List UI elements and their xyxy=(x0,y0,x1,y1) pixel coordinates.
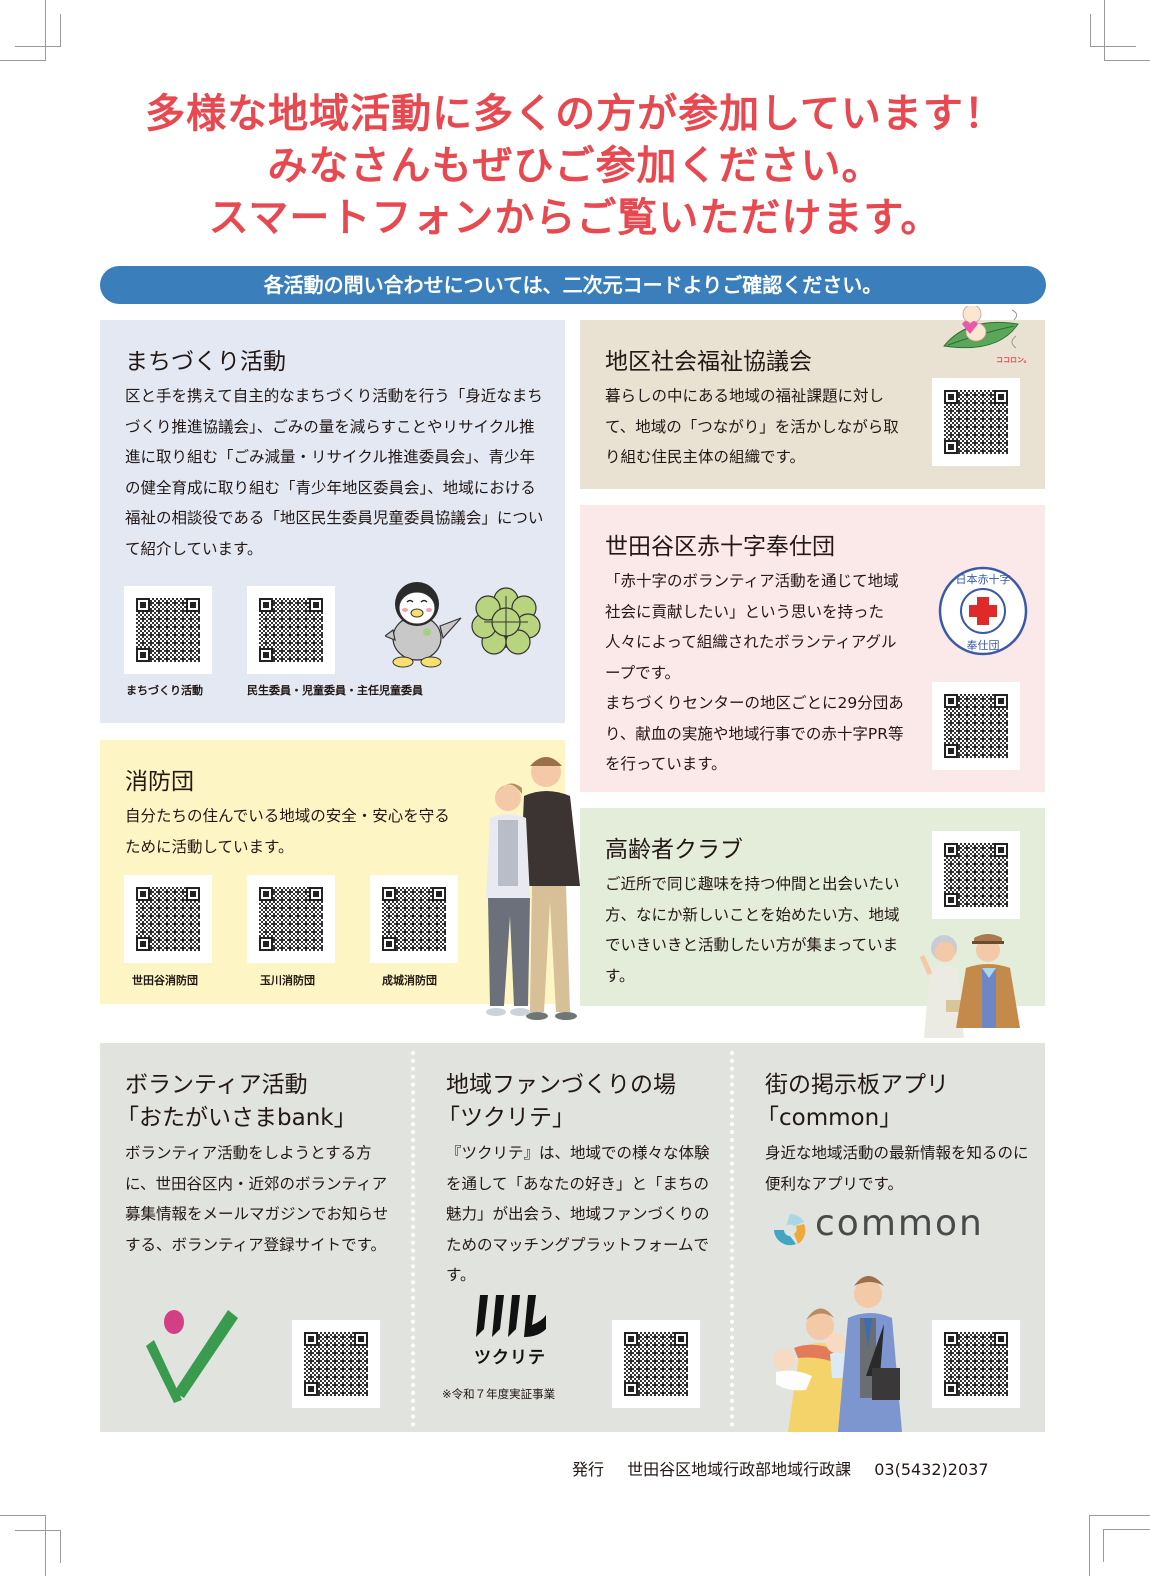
headline: 多様な地域活動に多くの方が参加しています！ みなさんもぜひご参加ください。 スマ… xyxy=(100,88,1050,244)
elderly-couple-illustration-icon xyxy=(919,934,1020,1038)
headline-line-3: スマートフォンからご覧いただけます。 xyxy=(208,195,942,241)
qr-code-setagaya-shobodan[interactable] xyxy=(124,875,212,963)
panel-bottom: ボランティア活動 「おたがいさまbank」 ボランティア活動をしようとする方に、… xyxy=(100,1043,1045,1432)
section-body: ボランティア活動をしようとする方に、世田谷区内・近郊のボランティア募集情報をメー… xyxy=(125,1144,389,1254)
section-title-1: 街の掲示板アプリ xyxy=(765,1072,949,1098)
qr-code-common[interactable] xyxy=(932,1320,1020,1408)
panel-title: 世田谷区赤十字奉仕団 xyxy=(605,534,835,560)
qr-code-icon xyxy=(382,887,446,951)
panel-title: 高齢者クラブ xyxy=(605,837,743,863)
qr-code-tsukurite[interactable] xyxy=(612,1320,700,1408)
qr-code-otagaisama[interactable] xyxy=(292,1320,380,1408)
section-title-2: 「common」 xyxy=(756,1105,903,1131)
panel-body-2: まちづくりセンターの地区ごとに29分団あり、献血の実施や地域行事での赤十字PR等… xyxy=(605,694,904,773)
kokoron-mascot-icon: ココロン。 xyxy=(943,306,1028,364)
panel-shakyo: 地区社会福祉協議会 暮らしの中にある地域の福祉課題に対して、地域の「つながり」を… xyxy=(580,306,1045,489)
tsukurite-logo-icon xyxy=(476,1295,546,1337)
panel-body-1: 「赤十字のボランティア活動を通じて地域社会に貢献したい」という思いを持った人々に… xyxy=(605,572,899,682)
footer: 発行 世田谷区地域行政部地域行政課 03(5432)2037 xyxy=(572,1456,989,1480)
publisher-label: 発行 xyxy=(572,1460,605,1479)
clover-emblem-icon xyxy=(471,587,541,655)
qr-code-icon xyxy=(944,694,1008,758)
panel-title: 地区社会福祉協議会 xyxy=(605,349,812,375)
qr-caption: 世田谷消防団 xyxy=(132,974,198,987)
divider xyxy=(730,1051,734,1427)
qr-code-icon xyxy=(136,887,200,951)
headline-line-1: 多様な地域活動に多くの方が参加しています！ xyxy=(145,91,1005,137)
section-body: 身近な地域活動の最新情報を知るのに便利なアプリです。 xyxy=(765,1144,1029,1193)
publisher-name: 世田谷区地域行政部地域行政課 xyxy=(627,1460,852,1479)
tsukurite-logo-text: ツクリテ xyxy=(474,1348,546,1368)
family-illustration-icon xyxy=(773,1276,902,1432)
info-banner: 各活動の問い合わせについては、二次元コードよりご確認ください。 xyxy=(100,266,1046,304)
publisher-phone: 03(5432)2037 xyxy=(874,1460,989,1479)
tsukurite-note: ※令和７年度実証事業 xyxy=(442,1387,556,1401)
svg-text:ココロン。: ココロン。 xyxy=(996,356,1028,364)
crop-mark-br-outer xyxy=(1089,1515,1150,1576)
qr-code-icon xyxy=(624,1332,688,1396)
divider xyxy=(411,1051,415,1427)
red-cross-emblem-icon: 日本赤十字 奉仕団 xyxy=(938,566,1028,656)
couple-illustration-icon xyxy=(486,757,580,1020)
qr-caption: まちづくり活動 xyxy=(126,684,203,697)
crop-mark-bl-inner xyxy=(15,1530,61,1563)
qr-code-icon xyxy=(944,843,1008,907)
qr-caption: 民生委員・児童委員・主任児童委員 xyxy=(247,684,423,697)
common-logo-icon xyxy=(774,1213,806,1246)
section-title-1: ボランティア活動 xyxy=(125,1072,308,1098)
crop-mark-br-inner xyxy=(1103,1529,1150,1562)
panel-body: 暮らしの中にある地域の福祉課題に対して、地域の「つながり」を活かしながら取り組む… xyxy=(605,387,899,466)
qr-code-icon xyxy=(944,1332,1008,1396)
headline-line-2: みなさんもぜひご参加ください。 xyxy=(267,143,883,189)
panel-machizukuri: まちづくり活動 区と手を携えて自主的なまちづくり活動を行う「身近なまちづくり推進… xyxy=(100,320,565,723)
panel-title: まちづくり活動 xyxy=(125,349,286,375)
qr-code-icon xyxy=(259,887,323,951)
qr-caption: 玉川消防団 xyxy=(260,974,315,987)
qr-code-icon xyxy=(304,1332,368,1396)
crop-mark-tl-outer xyxy=(0,0,46,61)
svg-text:日本赤十字: 日本赤十字 xyxy=(956,572,1011,586)
qr-code-shakyo[interactable] xyxy=(932,378,1020,466)
crop-mark-tl-inner xyxy=(15,14,61,47)
common-logo-text: common xyxy=(815,1203,984,1244)
panel-title: 消防団 xyxy=(125,769,194,795)
section-title-2: 「おたがいさまbank」 xyxy=(116,1105,357,1131)
qr-code-icon xyxy=(944,390,1008,454)
svg-text:奉仕団: 奉仕団 xyxy=(967,638,1000,652)
panel-body: 自分たちの住んでいる地域の安全・安心を守るために活動しています。 xyxy=(125,807,450,856)
crop-mark-bl-outer xyxy=(0,1515,46,1576)
section-title-1: 地域ファンづくりの場 xyxy=(446,1072,676,1098)
qr-code-icon xyxy=(136,598,200,662)
section-body: 『ツクリテ』は、地域での様々な体験を通して「あなたの好き」と「まちの魅力」が出会… xyxy=(446,1144,710,1284)
crop-mark-tr-outer xyxy=(1104,0,1150,61)
panel-redcross: 世田谷区赤十字奉仕団 「赤十字のボランティア活動を通じて地域社会に貢献したい」と… xyxy=(580,505,1045,792)
penguin-mascot-icon xyxy=(385,582,462,668)
qr-code-tamagawa-shobodan[interactable] xyxy=(247,875,335,963)
qr-code-seijo-shobodan[interactable] xyxy=(370,875,458,963)
qr-code-redcross[interactable] xyxy=(932,682,1020,770)
qr-code-icon xyxy=(259,598,323,662)
section-title-2: 「ツクリテ」 xyxy=(437,1105,575,1131)
qr-caption: 成城消防団 xyxy=(382,974,437,987)
qr-code-machizukuri[interactable] xyxy=(124,586,212,674)
panel-body: 区と手を携えて自主的なまちづくり活動を行う「身近なまちづくり推進協議会」、ごみの… xyxy=(125,387,544,558)
qr-code-minsei[interactable] xyxy=(247,586,335,674)
panel-body: ご近所で同じ趣味を持つ仲間と出会いたい方、なにか新しいことを始めたい方、地域でい… xyxy=(605,875,900,985)
qr-code-koreisha[interactable] xyxy=(932,831,1020,919)
otagaisama-logo-icon xyxy=(146,1310,238,1403)
crop-mark-tr-inner xyxy=(1090,14,1136,47)
